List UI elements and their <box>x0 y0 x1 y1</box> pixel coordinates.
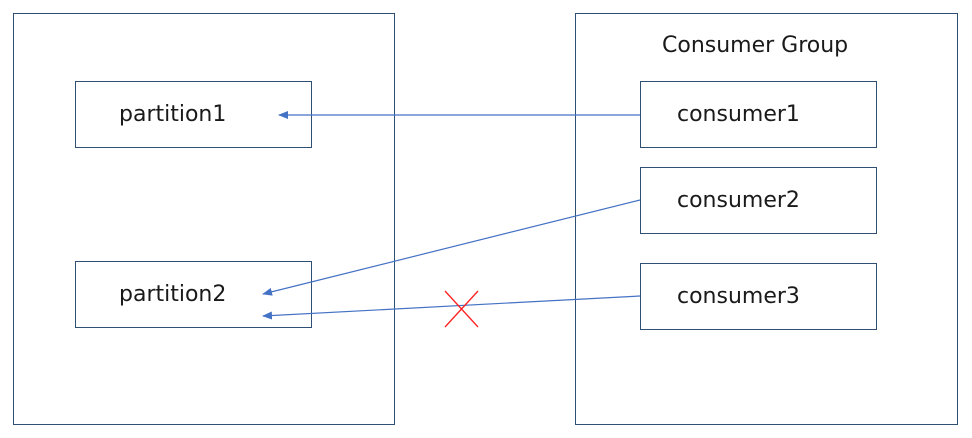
partition1-label: partition1 <box>119 101 227 127</box>
consumer-group-title: Consumer Group <box>662 33 849 58</box>
consumer2-label: consumer2 <box>677 187 800 213</box>
partition1-box: partition1 <box>75 81 312 148</box>
consumer3-label: consumer3 <box>677 283 800 309</box>
consumer1-label: consumer1 <box>677 101 800 127</box>
blocked-x-icon <box>444 290 479 328</box>
consumer1-box: consumer1 <box>640 81 877 148</box>
consumer3-box: consumer3 <box>640 263 877 330</box>
partition2-label: partition2 <box>119 281 227 307</box>
consumer2-box: consumer2 <box>640 167 877 234</box>
partition2-box: partition2 <box>75 261 312 328</box>
partition-container <box>13 13 395 425</box>
